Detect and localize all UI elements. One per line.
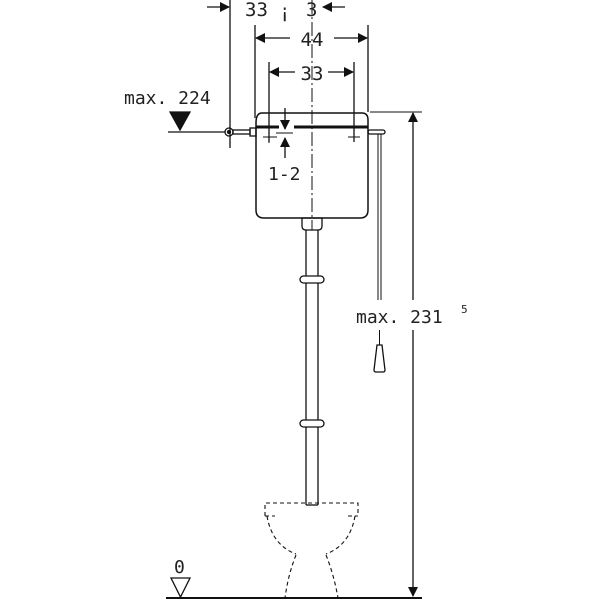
pipe-clip: [299, 419, 325, 428]
level-marker-filled-icon: [168, 111, 192, 132]
level-marker-hollow-icon: [169, 577, 192, 599]
flush-lever: [367, 129, 386, 135]
inlet-rod: [232, 129, 251, 135]
dim-width-outer: 44: [301, 29, 324, 51]
pipe-clip: [299, 275, 325, 284]
cistern-tank: [255, 112, 369, 219]
dim-total-height: max. 231: [356, 307, 443, 328]
dim-lid-gap: 1-2: [268, 164, 301, 185]
dim-top-separator: ¡: [279, 1, 290, 23]
dim-top-left: 33: [245, 0, 268, 21]
toilet-bowl-outline: [264, 502, 359, 599]
dim-top-right: 3: [306, 0, 317, 21]
dim-total-height-superscript: 5: [461, 303, 468, 316]
floor-level-label: 0: [174, 557, 185, 578]
dim-inlet-height: max. 224: [124, 88, 211, 109]
pull-handle-icon: [373, 344, 386, 373]
dim-width-inner: 33: [301, 63, 324, 85]
